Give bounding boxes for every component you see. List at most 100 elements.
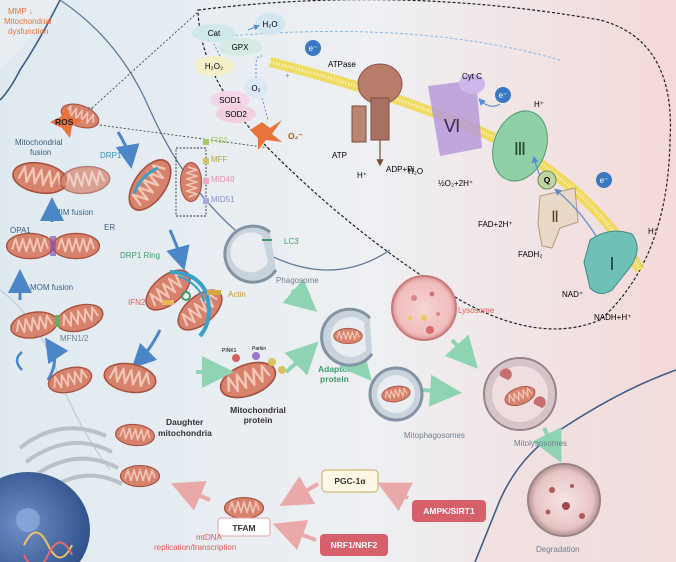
complex-ii-label: Ⅱ [551, 209, 559, 226]
fis1-marker [203, 139, 209, 145]
atpase-h-label: H⁺ [357, 171, 367, 180]
h2o-top-node [255, 13, 285, 35]
mito-opa1-right [51, 232, 101, 260]
atpase-stalk [370, 97, 390, 141]
zoom-line-bottom [91, 123, 271, 149]
arrow-pink1-to-phagophore [284, 341, 319, 376]
arrow-ci-to-q [554, 188, 597, 237]
opa1-label: OPA1 [10, 226, 31, 235]
fis1-label: FIS1 [211, 136, 228, 145]
ampk-box [412, 500, 486, 522]
sod2-label: SOD2 [225, 110, 247, 119]
mitolyso-frag-1 [499, 368, 512, 380]
electron-1 [305, 40, 321, 56]
electron-path-top [229, 30, 561, 61]
o2-node [244, 78, 268, 98]
ub-dot-2 [278, 366, 286, 374]
arrow-fission-to-ring [166, 229, 190, 271]
nucleolus [16, 508, 40, 532]
q-node [537, 170, 557, 190]
er-label: ER [104, 223, 115, 232]
mito-receptor-closeup [179, 161, 203, 203]
lysosome [391, 275, 457, 341]
complex-vi-label: Ⅵ [444, 116, 461, 136]
mitophagosomes-label: Mitophagosomes [404, 431, 465, 440]
phagosome-inner [230, 232, 268, 273]
o2-label: O₂ [251, 84, 260, 93]
arrow-nrf-to-tfam [272, 520, 317, 551]
fad-label: FAD+2H⁺ [478, 220, 513, 229]
ifn2-marker [162, 300, 174, 305]
nad-label: NAD⁺ [562, 290, 583, 299]
complex-ii [537, 187, 579, 249]
dna-helix [23, 531, 73, 562]
h2o-mid-label: H₂O [408, 167, 423, 176]
cyt-c-label: Cyt C [462, 72, 482, 81]
mid49-label: MID49 [211, 175, 235, 184]
arrow-q-to-ciii [531, 155, 541, 177]
mitolysosomes-label: Mitolysosomes [514, 439, 567, 448]
pink1-dot [232, 354, 240, 362]
mito-engulfed [333, 327, 363, 345]
daughter-mito-4 [119, 464, 161, 488]
arrow-ciii-to-cytc [478, 98, 501, 107]
lyso-dot-4 [436, 312, 440, 316]
gpx-label: GPX [232, 43, 250, 52]
nrf-label: NRF1/NRF2 [331, 540, 378, 550]
adp-label: ADP+Pi [386, 165, 414, 174]
arrow-loop [15, 351, 23, 371]
ub-dot-1 [268, 358, 276, 366]
q-label: Q [544, 175, 551, 185]
complex-vi [428, 80, 482, 156]
arrow-o2-up [255, 55, 263, 78]
mid51-marker [203, 198, 209, 204]
ros-burst [50, 106, 84, 138]
ros-label: ROS [55, 117, 74, 127]
parkin-dot [252, 352, 260, 360]
pgc1a-box [321, 469, 379, 493]
deg-dot-3 [562, 502, 570, 510]
arrow-tfam-to-daughter [170, 481, 211, 511]
o2-radical-burst [250, 120, 282, 150]
mfn-label: MFN1/2 [60, 334, 89, 343]
deg-dot-4 [545, 509, 551, 515]
half-o2-label: ½O₂+2H⁺ [438, 179, 473, 188]
plus-sign: + [285, 71, 290, 80]
pink1-mini-label: PINK1 [222, 348, 237, 354]
drp1-ring [181, 291, 191, 301]
sod2-node [216, 105, 256, 123]
deg-dot-2 [570, 484, 574, 488]
complex-i [583, 230, 638, 294]
sod1-label: SOD1 [219, 96, 241, 105]
arrow-ring-to-daughter [131, 329, 162, 369]
opa1-marker [50, 236, 56, 256]
er-wrap-inner [177, 275, 205, 303]
mom-fusion-label: MOM fusion [30, 283, 73, 292]
nucleus [0, 472, 90, 562]
drp1-label: DRP1 [100, 151, 122, 160]
arrow-pgc-to-tfam [279, 476, 319, 506]
mim-fusion-label: MIM fusion [54, 208, 93, 217]
parkin-mini-label: Parkin [252, 346, 266, 352]
lysosome-label: Lysosome [458, 306, 495, 315]
electron-1-label: e⁻ [309, 44, 318, 53]
sod1-node [210, 91, 250, 109]
extracellular-area [0, 0, 60, 70]
arrow-ros-to-fission [115, 131, 140, 169]
cell-membrane-top-left [0, 0, 61, 101]
mitolyso-frag-2 [533, 396, 546, 408]
o2-radical-label: O₂⁻ [288, 131, 303, 141]
pgc1a-label: PGC-1α [334, 476, 366, 486]
tfam-label: TFAM [232, 523, 255, 533]
arrow-cat-to-h2o [247, 24, 260, 31]
h2o2-node [194, 56, 234, 76]
fadh2-label: FADH₂ [518, 250, 542, 259]
arrow-lysosome-to-mitolyso [444, 334, 479, 369]
er-wrap [169, 270, 211, 338]
